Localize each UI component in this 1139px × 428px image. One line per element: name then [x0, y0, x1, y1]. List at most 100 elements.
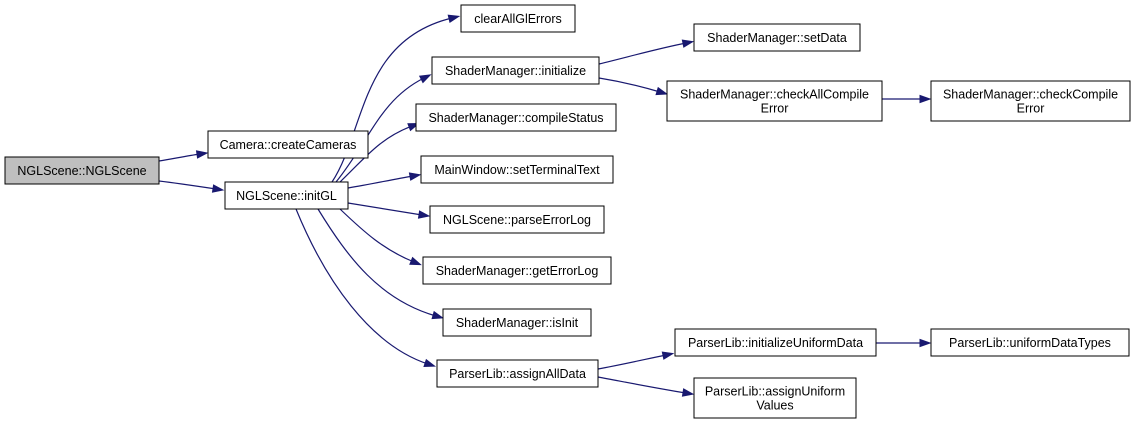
- node-box: [436, 359, 599, 388]
- node-label: Values: [756, 399, 793, 413]
- node-sm-compile-status[interactable]: ShaderManager::compileStatus: [415, 103, 617, 132]
- node-mw-set-terminal[interactable]: MainWindow::setTerminalText: [420, 155, 614, 184]
- node-clear-errors[interactable]: clearAllGlErrors: [460, 4, 576, 33]
- node-label: clearAllGlErrors: [474, 12, 562, 26]
- edge-line: [158, 153, 201, 162]
- call-edges: [158, 14, 932, 397]
- node-box: [422, 256, 612, 285]
- arrowhead-icon: [919, 338, 932, 348]
- node-box: [420, 155, 614, 184]
- node-box: [4, 156, 160, 185]
- edge-line: [331, 17, 453, 183]
- arrowhead-icon: [661, 351, 675, 360]
- node-label: ParserLib::initializeUniformData: [688, 336, 863, 350]
- arrowhead-icon: [681, 388, 695, 397]
- node-label: ShaderManager::getErrorLog: [436, 264, 599, 278]
- call-edge-initgl-to-pl_assign_all: [295, 208, 437, 368]
- edge-line: [597, 354, 667, 370]
- arrowhead-icon: [447, 14, 461, 24]
- node-label: Error: [761, 102, 789, 116]
- node-box: [415, 103, 617, 132]
- function-nodes: NGLScene::NGLScene Camera::createCamerasN…: [4, 4, 1131, 419]
- arrowhead-icon: [211, 184, 225, 193]
- edge-line: [597, 376, 687, 394]
- call-edge-sm_initialize-to-sm_check_all: [598, 77, 669, 96]
- node-label: MainWindow::setTerminalText: [434, 163, 600, 177]
- edge-line: [158, 180, 217, 190]
- arrowhead-icon: [408, 172, 422, 181]
- edge-line: [339, 208, 415, 263]
- node-sm-initialize[interactable]: ShaderManager::initialize: [431, 56, 600, 85]
- edge-line: [347, 202, 423, 216]
- node-pl-uniform-types[interactable]: ParserLib::uniformDataTypes: [930, 328, 1130, 357]
- call-edge-initgl-to-sm_initialize: [335, 74, 432, 183]
- node-label: Error: [1017, 102, 1045, 116]
- arrowhead-icon: [655, 86, 669, 96]
- call-edge-pl_assign_all-to-pl_init_uniform: [597, 351, 675, 370]
- arrowhead-icon: [418, 74, 432, 84]
- arrowhead-icon: [919, 94, 932, 104]
- node-label: ShaderManager::compileStatus: [428, 111, 603, 125]
- node-label: ShaderManager::initialize: [445, 64, 586, 78]
- node-box: [674, 328, 877, 357]
- node-box: [930, 328, 1130, 357]
- node-initgl[interactable]: NGLScene::initGL: [224, 181, 349, 210]
- edge-line: [295, 208, 429, 365]
- call-edge-ngl_ctor-to-initgl: [158, 180, 225, 193]
- node-box: [224, 181, 349, 210]
- node-box: [442, 308, 592, 337]
- call-edge-initgl-to-sm_get_error: [339, 208, 422, 266]
- node-box: [429, 205, 605, 234]
- arrowhead-icon: [417, 210, 431, 219]
- node-box: [666, 80, 883, 122]
- node-pl-init-uniform[interactable]: ParserLib::initializeUniformData: [674, 328, 877, 357]
- node-sm-set-data[interactable]: ShaderManager::setData: [693, 23, 861, 52]
- arrowhead-icon: [195, 150, 209, 159]
- node-sm-is-init[interactable]: ShaderManager::isInit: [442, 308, 592, 337]
- arrowhead-icon: [409, 256, 422, 266]
- node-box: [693, 23, 861, 52]
- node-label: ParserLib::assignAllData: [449, 367, 586, 381]
- edge-line: [339, 125, 413, 183]
- node-label: NGLScene::NGLScene: [17, 164, 146, 178]
- arrowhead-icon: [423, 358, 437, 368]
- node-label: NGLScene::initGL: [236, 189, 337, 203]
- node-label: ShaderManager::isInit: [456, 316, 579, 330]
- node-label: NGLScene::parseErrorLog: [443, 213, 591, 227]
- node-box: [431, 56, 600, 85]
- node-box: [693, 377, 857, 419]
- node-box: [930, 80, 1131, 122]
- node-pl-assign-all[interactable]: ParserLib::assignAllData: [436, 359, 599, 388]
- arrowhead-icon: [431, 310, 445, 320]
- node-label: ShaderManager::checkAllCompile: [680, 88, 869, 102]
- node-label: ShaderManager::setData: [707, 31, 847, 45]
- node-camera-create[interactable]: Camera::createCameras: [207, 130, 369, 159]
- edge-line: [317, 208, 437, 317]
- edge-line: [347, 175, 414, 189]
- call-edge-initgl-to-sm_is_init: [317, 208, 445, 320]
- call-edge-initgl-to-mw_set_terminal: [347, 172, 422, 189]
- node-label: Camera::createCameras: [220, 138, 357, 152]
- call-edge-pl_init_uniform-to-pl_uniform_types: [876, 338, 932, 348]
- edge-line: [335, 77, 425, 183]
- call-edge-initgl-to-ngl_parse_error: [347, 202, 431, 219]
- node-box: [207, 130, 369, 159]
- call-edge-sm_initialize-to-sm_set_data: [598, 39, 695, 65]
- call-edge-ngl_ctor-to-camera_create: [158, 150, 209, 162]
- node-ngl-parse-error[interactable]: NGLScene::parseErrorLog: [429, 205, 605, 234]
- node-sm-get-error[interactable]: ShaderManager::getErrorLog: [422, 256, 612, 285]
- node-label: ShaderManager::checkCompile: [943, 88, 1118, 102]
- node-label: ParserLib::assignUniform: [705, 385, 845, 399]
- node-box: [460, 4, 576, 33]
- call-edge-initgl-to-clear_errors: [331, 14, 461, 183]
- arrowhead-icon: [681, 39, 695, 48]
- edge-line: [598, 42, 687, 65]
- node-label: ParserLib::uniformDataTypes: [949, 336, 1111, 350]
- call-edge-pl_assign_all-to-pl_assign_uniform: [597, 376, 695, 397]
- call-edge-sm_check_all-to-sm_check: [882, 94, 932, 104]
- node-ngl-ctor[interactable]: NGLScene::NGLScene: [4, 156, 160, 185]
